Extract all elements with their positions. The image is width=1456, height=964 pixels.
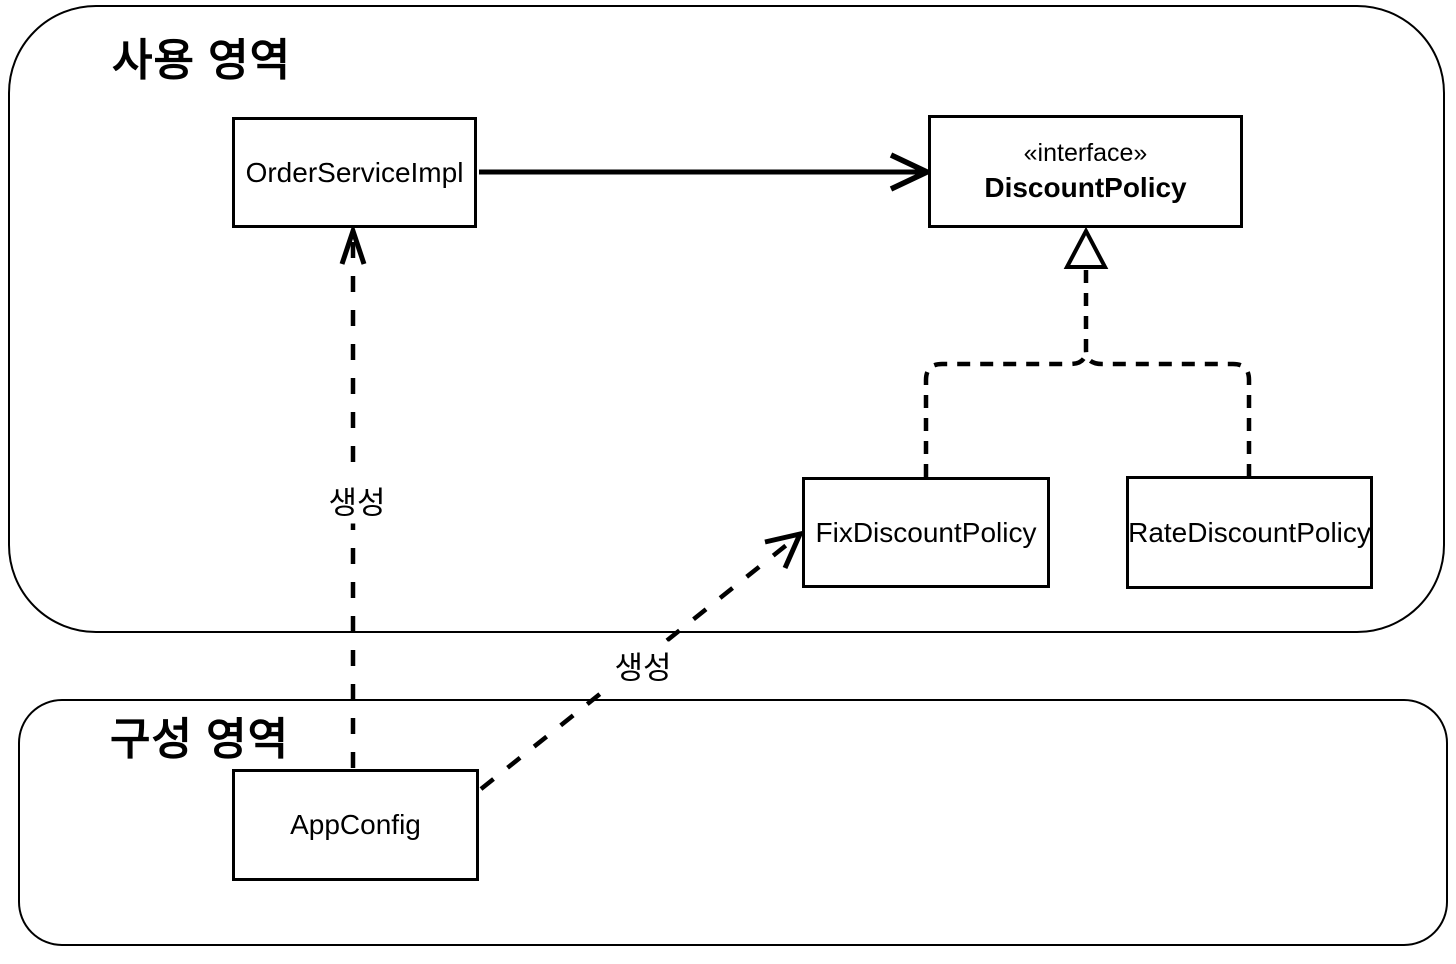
realization-hollow-triangle — [1063, 226, 1109, 269]
create-arrowhead-orderservice — [339, 223, 367, 265]
create-edge-label-fixdiscount: 생성 — [609, 641, 677, 689]
config-region: 구성 영역 — [18, 699, 1448, 946]
class-box-app-config: AppConfig — [232, 769, 479, 881]
class-name-discount-policy: DiscountPolicy — [984, 171, 1187, 203]
class-box-fix-discount-policy: FixDiscountPolicy — [802, 477, 1050, 588]
create-arrowhead-fixdiscount — [764, 530, 805, 570]
class-box-order-service-impl: OrderServiceImpl — [232, 117, 477, 228]
realization-branch-rate — [1083, 349, 1252, 477]
create-edge-label-orderservice: 생성 — [323, 476, 391, 524]
interface-stereotype-label: «interface» — [1023, 139, 1148, 168]
class-name-fix-discount-policy: FixDiscountPolicy — [815, 516, 1037, 548]
class-name-app-config: AppConfig — [290, 809, 421, 840]
config-region-title: 구성 영역 — [110, 715, 290, 764]
class-box-rate-discount-policy: RateDiscountPolicy — [1126, 476, 1373, 589]
realization-branch-fix — [923, 349, 1089, 477]
usage-region: 사용 영역 — [8, 5, 1445, 633]
usage-region-title: 사용 영역 — [112, 36, 292, 85]
class-name-rate-discount-policy: RateDiscountPolicy — [1128, 516, 1371, 548]
class-box-discount-policy: «interface» DiscountPolicy — [928, 115, 1243, 228]
association-open-arrowhead — [889, 152, 934, 192]
class-name-order-service-impl: OrderServiceImpl — [245, 156, 464, 188]
